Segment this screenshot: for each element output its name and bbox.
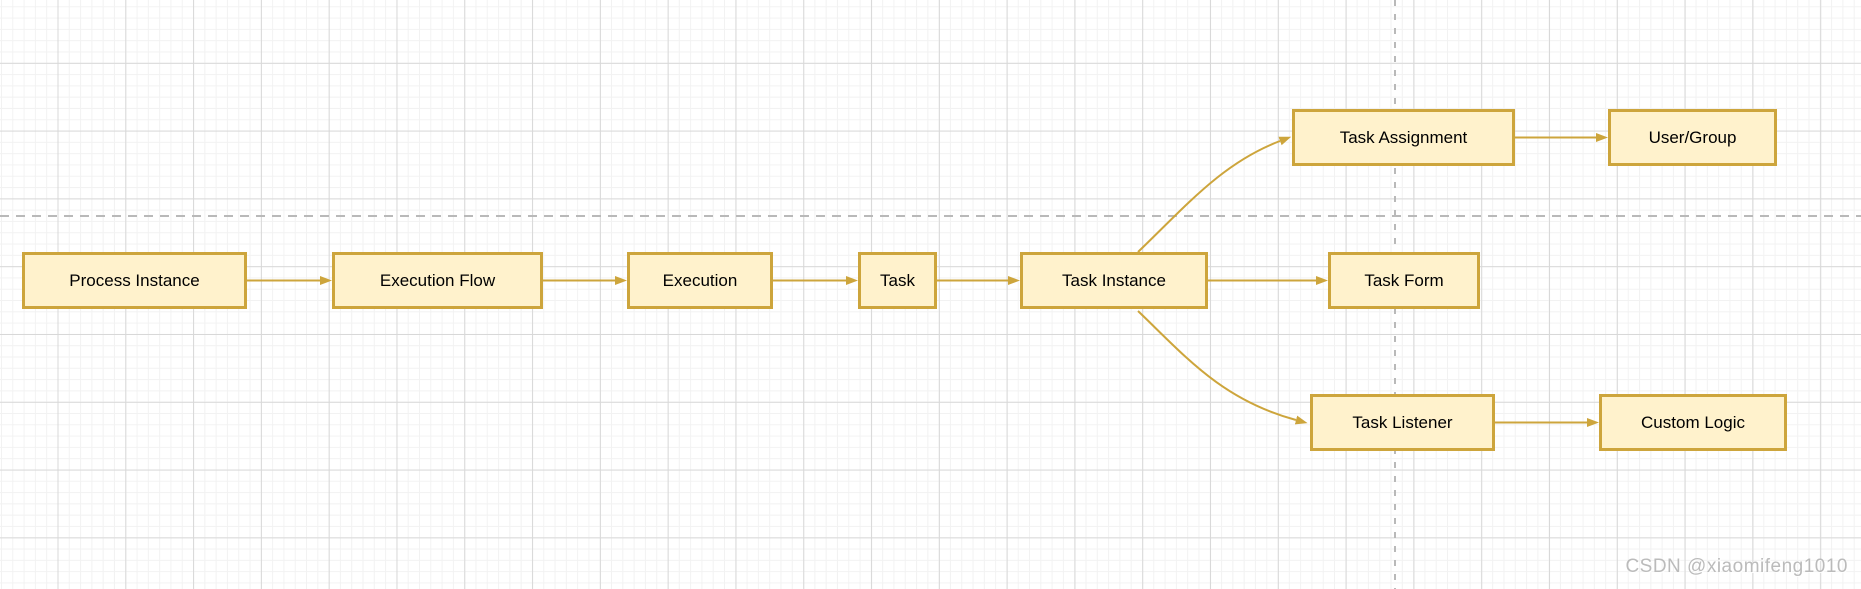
node-task-listener[interactable]: Task Listener [1310,394,1495,451]
node-custom-logic[interactable]: Custom Logic [1599,394,1787,451]
node-task-form[interactable]: Task Form [1328,252,1480,309]
node-task[interactable]: Task [858,252,937,309]
node-label-custom-logic: Custom Logic [1641,413,1745,432]
node-label-task-listener: Task Listener [1352,413,1453,432]
node-label-user-group: User/Group [1648,128,1737,147]
watermark-text: CSDN @xiaomifeng1010 [1625,556,1848,577]
node-label-task-instance: Task Instance [1062,271,1166,290]
node-label-task-assignment: Task Assignment [1339,128,1468,147]
node-task-instance[interactable]: Task Instance [1020,252,1208,309]
node-label-execution: Execution [662,271,738,290]
node-label-execution-flow: Execution Flow [379,271,496,290]
edge-ti-tl[interactable] [1137,310,1308,425]
node-user-group[interactable]: User/Group [1608,109,1777,166]
node-label-task: Task [880,271,915,290]
node-label-process-instance: Process Instance [69,271,200,290]
edge-ti-ta[interactable] [1137,136,1292,253]
node-execution[interactable]: Execution [627,252,773,309]
node-execution-flow[interactable]: Execution Flow [332,252,543,309]
node-task-assignment[interactable]: Task Assignment [1292,109,1515,166]
node-process-instance[interactable]: Process Instance [22,252,247,309]
node-label-task-form: Task Form [1364,271,1444,290]
